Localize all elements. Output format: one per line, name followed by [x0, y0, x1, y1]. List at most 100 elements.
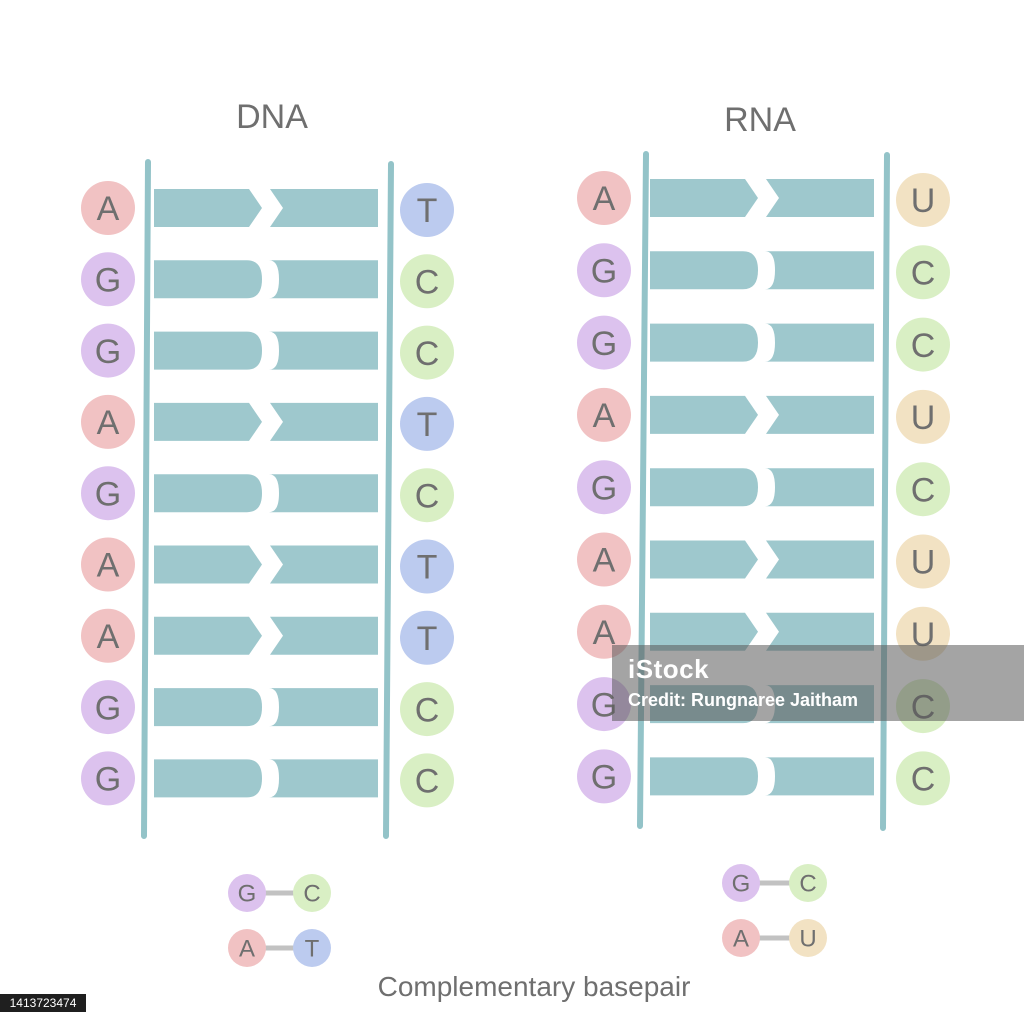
dna-rung-6: [154, 616, 378, 655]
rna-left-base-3: A: [577, 387, 631, 442]
dna-rung-2: [154, 331, 378, 370]
dna-left-backbone: [141, 159, 151, 839]
rna-rung-8: [650, 757, 874, 796]
rna-title: RNA: [724, 101, 796, 139]
rna-legend-0-b: C: [789, 864, 827, 902]
rna-left-base-0-letter: A: [593, 180, 616, 218]
rna-legend-1-b: U: [789, 919, 827, 957]
dna-right-base-1: C: [400, 254, 454, 309]
dna-legend-1-b-letter: T: [305, 936, 320, 963]
rna-right-base-2-letter: C: [911, 327, 936, 365]
dna-left-base-3: A: [81, 394, 135, 449]
rna-left-base-8: G: [577, 749, 631, 804]
rna-left-backbone: [637, 151, 649, 829]
dna-legend-1-a: A: [228, 929, 266, 967]
dna-right-base-2-letter: C: [415, 335, 440, 373]
dna-left-base-5: A: [81, 537, 135, 592]
rna-right-base-5-letter: U: [911, 544, 936, 582]
dna-title: DNA: [236, 98, 308, 136]
rna-right-backbone: [880, 152, 890, 831]
rna-legend-1-a-letter: A: [733, 926, 749, 953]
rna-left-base-4: G: [577, 460, 631, 515]
caption: Complementary basepair: [378, 971, 691, 1002]
rna-left-base-0: A: [577, 171, 631, 225]
rna-rung-0: [650, 179, 874, 217]
dna-right-base-7-letter: C: [415, 691, 440, 729]
rna-legend-0-b-letter: C: [799, 871, 816, 898]
watermark-band: [612, 645, 1024, 721]
rna-right-base-1: C: [896, 245, 950, 300]
rna-right-base-1-letter: C: [911, 255, 936, 293]
dna-rung-1: [154, 260, 378, 299]
rna-right-base-8: C: [896, 751, 950, 806]
dna-panel: DNA A T G C G C A T G C A T A T G C G C G C A T: [81, 98, 454, 967]
rna-rung-3: [650, 395, 874, 434]
dna-left-base-1-letter: G: [95, 262, 121, 300]
dna-rung-4: [154, 474, 378, 513]
dna-left-base-8-letter: G: [95, 761, 121, 799]
dna-left-base-7: G: [81, 680, 135, 735]
rna-left-base-5: A: [577, 532, 631, 587]
rna-legend-0-a-letter: G: [732, 871, 751, 898]
rna-legend-1-b-letter: U: [799, 926, 816, 953]
dna-right-base-5: T: [400, 539, 454, 594]
rna-left-base-6-letter: A: [593, 614, 616, 652]
dna-right-base-8-letter: C: [415, 763, 440, 801]
dna-left-base-0: A: [81, 181, 135, 235]
dna-right-base-2: C: [400, 325, 454, 380]
watermark-credit: Credit: Rungnaree Jaitham: [628, 690, 859, 710]
rna-right-base-0: U: [896, 173, 950, 227]
rna-right-base-0-letter: U: [911, 182, 936, 220]
rna-panel: RNA AUGCGCAUGCAUAUGCGCGCAU: [577, 101, 950, 957]
rna-rung-1: [650, 251, 874, 290]
dna-left-base-6-letter: A: [97, 618, 120, 656]
dna-right-base-3-letter: T: [417, 406, 438, 444]
rna-right-base-5: U: [896, 534, 950, 589]
stock-id-label: 1413723474: [0, 994, 86, 1012]
dna-left-base-2: G: [81, 323, 135, 378]
rna-left-base-1-letter: G: [591, 253, 617, 291]
rna-legend-1-a: A: [722, 919, 760, 957]
dna-legend-1-a-letter: A: [239, 936, 255, 963]
rna-left-base-5-letter: A: [593, 542, 616, 580]
rna-right-base-2: C: [896, 317, 950, 372]
dna-rung-0: [154, 189, 378, 227]
dna-right-base-6: T: [400, 610, 454, 665]
dna-legend-0-a-letter: G: [238, 881, 257, 908]
rna-right-base-8-letter: C: [911, 761, 936, 799]
dna-left-base-8: G: [81, 751, 135, 806]
rna-left-base-1: G: [577, 243, 631, 298]
dna-right-backbone: [383, 161, 394, 839]
dna-right-base-8: C: [400, 753, 454, 808]
rna-rung-2: [650, 323, 874, 362]
dna-left-base-6: A: [81, 608, 135, 663]
rna-right-base-4: C: [896, 462, 950, 517]
dna-right-base-0-letter: T: [417, 192, 438, 230]
dna-legend-0-b-letter: C: [303, 881, 320, 908]
rna-left-base-2-letter: G: [591, 325, 617, 363]
dna-right-base-4: C: [400, 468, 454, 523]
rna-left-base-2: G: [577, 315, 631, 370]
dna-rung-7: [154, 688, 378, 727]
dna-right-base-3: T: [400, 396, 454, 451]
rna-left-base-4-letter: G: [591, 469, 617, 507]
rna-right-base-3: U: [896, 389, 950, 444]
dna-right-base-5-letter: T: [417, 549, 438, 587]
rna-left-base-8-letter: G: [591, 759, 617, 797]
rna-right-base-3-letter: U: [911, 399, 936, 437]
dna-left-base-2-letter: G: [95, 333, 121, 371]
dna-right-base-0: T: [400, 183, 454, 237]
dna-left-base-3-letter: A: [97, 404, 120, 442]
dna-left-base-4-letter: G: [95, 475, 121, 513]
dna-rung-5: [154, 545, 378, 584]
dna-right-base-4-letter: C: [415, 477, 440, 515]
dna-legend-0-b: C: [293, 874, 331, 912]
watermark-logo: iStock: [628, 654, 710, 684]
dna-rung-8: [154, 759, 378, 798]
dna-left-base-4: G: [81, 466, 135, 521]
dna-legend-1-b: T: [293, 929, 331, 967]
dna-right-base-6-letter: T: [417, 620, 438, 658]
rna-legend-0-a: G: [722, 864, 760, 902]
rna-right-base-4-letter: C: [911, 471, 936, 509]
dna-rung-3: [154, 402, 378, 441]
